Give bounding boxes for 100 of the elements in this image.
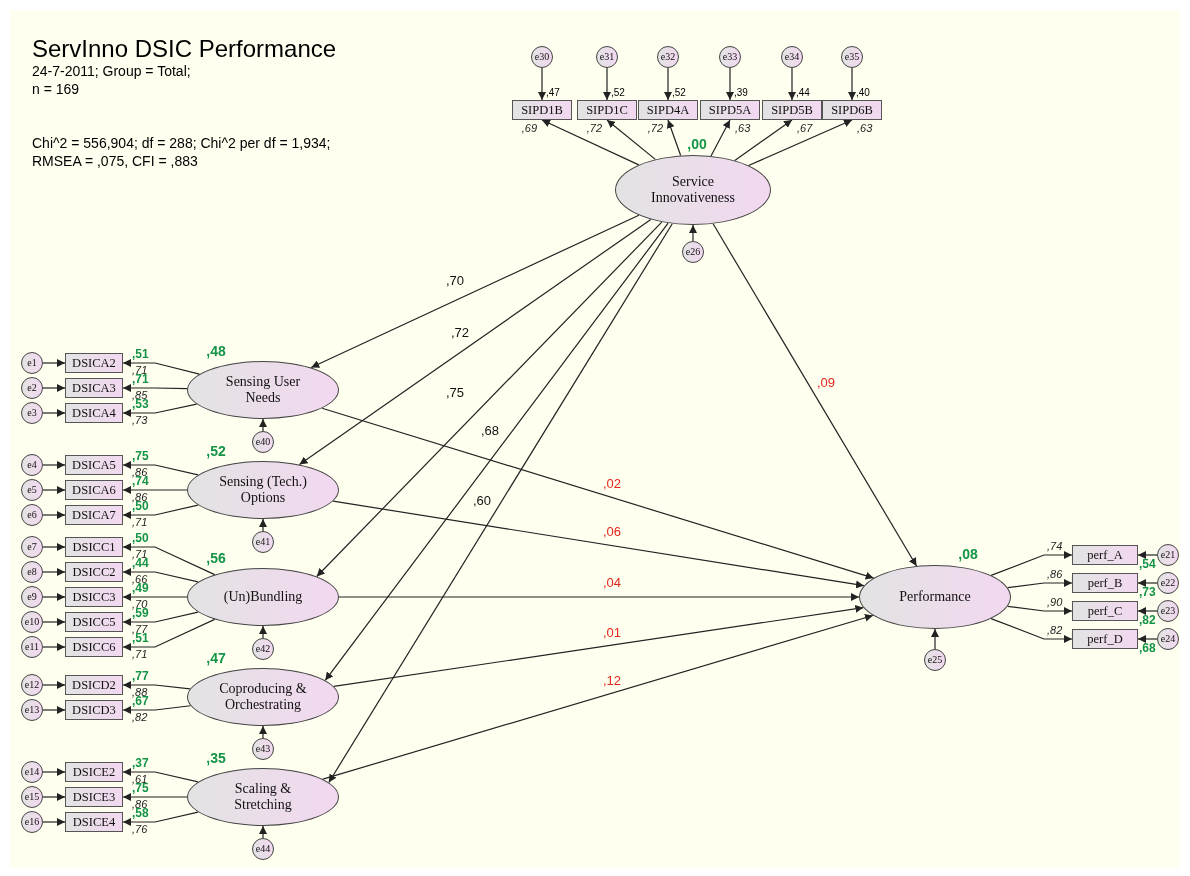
- path-coefficient: ,04: [602, 575, 622, 589]
- factor-loading: ,69: [521, 123, 537, 134]
- arrow: [42, 568, 66, 576]
- arrow: [710, 119, 731, 157]
- factor-loading: ,70: [132, 599, 148, 610]
- arrow: [332, 500, 865, 589]
- arrow: [122, 611, 199, 626]
- path-coefficient: ,06: [602, 524, 622, 538]
- arrow: [42, 359, 66, 367]
- factor-loading: ,86: [132, 799, 148, 810]
- arrow: [748, 119, 853, 167]
- model-note: Chi^2 = 556,904; df = 288; Chi^2 per df = 1,934;: [32, 136, 331, 150]
- r-squared-value: ,52: [206, 444, 226, 458]
- arrow: [122, 705, 192, 714]
- path-coefficient: ,01: [602, 625, 622, 639]
- arrow: [42, 768, 66, 776]
- arrow: [42, 618, 66, 626]
- arrow: [848, 67, 856, 101]
- arrow: [259, 825, 267, 839]
- arrow: [42, 706, 66, 714]
- arrow: [734, 119, 793, 162]
- factor-loading: ,82: [1047, 625, 1063, 636]
- arrow: [788, 67, 796, 101]
- arrow: [122, 568, 199, 583]
- factor-loading: ,66: [132, 574, 148, 585]
- observed-variable: DSICA2: [65, 353, 123, 373]
- factor-loading: ,86: [1047, 569, 1063, 580]
- arrow: [1137, 551, 1158, 559]
- arrow: [1137, 607, 1158, 615]
- path-coefficient: ,72: [450, 325, 470, 339]
- observed-variable: perf_A: [1072, 545, 1138, 565]
- factor-loading: ,61: [132, 774, 148, 785]
- factor-loading: ,77: [132, 624, 148, 635]
- arrow: [931, 628, 939, 650]
- observed-variable: SIPD5A: [700, 100, 760, 120]
- arrow: [322, 613, 874, 780]
- arrow: [42, 486, 66, 494]
- r-squared-value: ,35: [206, 751, 226, 765]
- r-squared-value: ,39: [734, 88, 748, 98]
- observed-variable: DSICC1: [65, 537, 123, 557]
- arrow: [122, 359, 201, 375]
- observed-variable: SIPD6B: [822, 100, 882, 120]
- arrow: [42, 681, 66, 689]
- arrow: [1137, 635, 1158, 643]
- arrow: [538, 67, 546, 101]
- r-squared-value: ,59: [132, 607, 149, 619]
- observed-variable: DSICA4: [65, 403, 123, 423]
- r-squared-value: ,82: [1139, 614, 1156, 626]
- arrow: [42, 384, 66, 392]
- model-note: 24-7-2011; Group = Total;: [32, 64, 191, 78]
- arrow: [122, 486, 188, 494]
- path-coefficient: ,02: [602, 476, 622, 490]
- path-coefficient: ,12: [602, 673, 622, 687]
- arrow: [606, 119, 656, 160]
- diagram-title: ServInno DSIC Performance: [32, 37, 337, 61]
- observed-variable: DSICE4: [65, 812, 123, 832]
- observed-variable: DSICC6: [65, 637, 123, 657]
- observed-variable: perf_B: [1072, 573, 1138, 593]
- model-note: n = 169: [32, 82, 80, 96]
- arrow: [122, 768, 199, 783]
- observed-variable: DSICD3: [65, 700, 123, 720]
- arrow: [122, 618, 216, 651]
- arrow: [42, 461, 66, 469]
- arrow: [666, 119, 682, 157]
- arrow: [316, 221, 663, 578]
- observed-variable: SIPD1B: [512, 100, 572, 120]
- observed-variable: DSICA6: [65, 480, 123, 500]
- r-squared-value: ,73: [1139, 586, 1156, 598]
- observed-variable: DSICC2: [65, 562, 123, 582]
- r-squared-value: ,52: [672, 88, 686, 98]
- arrow: [259, 625, 267, 639]
- arrow: [42, 643, 66, 651]
- arrow: [122, 793, 188, 801]
- r-squared-value: ,67: [132, 695, 149, 707]
- r-squared-value: ,50: [132, 532, 149, 544]
- factor-loading: ,67: [797, 123, 813, 134]
- factor-loading: ,71: [132, 517, 148, 528]
- path-coefficient: ,09: [816, 375, 836, 389]
- observed-variable: SIPD5B: [762, 100, 822, 120]
- factor-loading: ,74: [1047, 541, 1063, 552]
- arrow: [122, 681, 191, 690]
- r-squared-value: ,47: [206, 651, 226, 665]
- path-coefficient: ,75: [445, 385, 465, 399]
- arrow: [990, 618, 1073, 643]
- r-squared-value: ,51: [132, 348, 149, 360]
- arrow: [712, 223, 918, 567]
- arrow: [259, 725, 267, 739]
- arrow: [1137, 579, 1158, 587]
- factor-loading: ,72: [647, 123, 663, 134]
- factor-loading: ,71: [132, 365, 148, 376]
- arrow: [122, 593, 188, 601]
- arrow: [259, 418, 267, 432]
- r-squared-value: ,53: [132, 398, 149, 410]
- factor-loading: ,63: [735, 123, 751, 134]
- observed-variable: SIPD4A: [638, 100, 698, 120]
- arrow: [122, 811, 199, 826]
- model-note: RMSEA = ,075, CFI = ,883: [32, 154, 198, 168]
- r-squared-value: ,77: [132, 670, 149, 682]
- factor-loading: ,88: [132, 687, 148, 698]
- path-coefficient: ,68: [480, 423, 500, 437]
